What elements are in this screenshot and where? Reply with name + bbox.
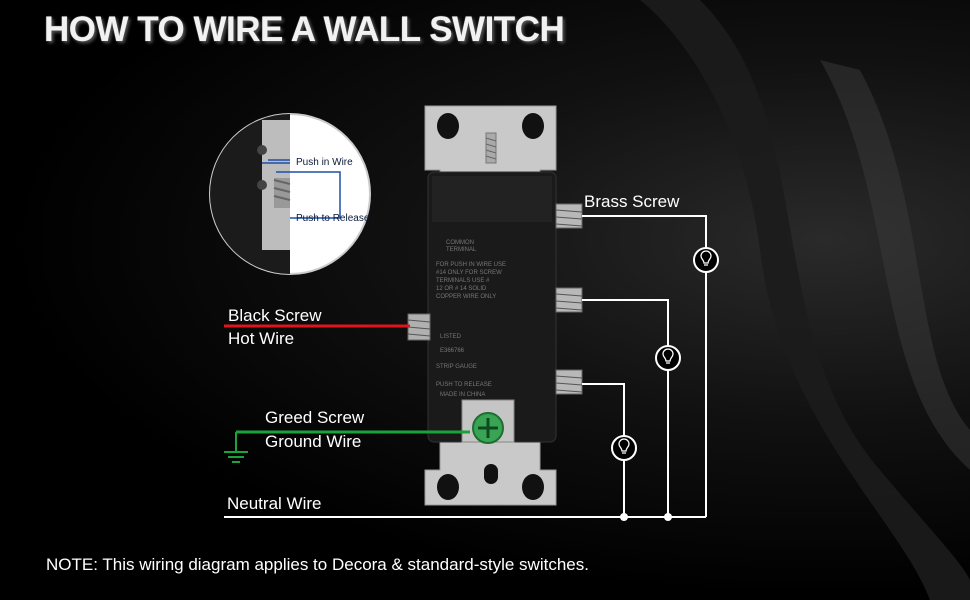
print-line: STRIP GAUGE: [436, 364, 477, 370]
note-text: NOTE: This wiring diagram applies to Dec…: [46, 555, 589, 574]
black-screw-label: Black Screw: [228, 306, 322, 325]
strap-hole: [522, 474, 544, 500]
print-line: #14 ONLY FOR SCREW: [436, 270, 502, 276]
green-screw-label: Greed Screw: [265, 408, 365, 427]
light-bulb-icon: [693, 247, 719, 273]
strap-hole: [522, 113, 544, 139]
light-bulb-icon: [655, 345, 681, 371]
brass-screw-icon: [555, 287, 583, 313]
print-line: LISTED: [440, 334, 462, 340]
mounting-screw-icon: [485, 132, 497, 164]
hot-wire-label: Hot Wire: [228, 329, 295, 348]
print-line: COPPER WIRE ONLY: [436, 294, 496, 300]
page-title: HOW TO WIRE A WALL SWITCH: [44, 10, 565, 49]
brass-screw-label: Brass Screw: [584, 192, 680, 211]
neutral-wire-label: Neutral Wire: [227, 494, 322, 513]
print-line: TERMINALS USE #: [436, 278, 490, 284]
ground-wire-label: Ground Wire: [265, 432, 362, 451]
strap-hole: [437, 113, 459, 139]
brass-screw-icon: [555, 203, 583, 229]
ground-symbol-icon: [224, 432, 248, 463]
print-line: FOR PUSH IN WIRE USE: [436, 262, 506, 268]
light-bulb-icon: [611, 435, 637, 461]
print-line: TERMINAL: [446, 247, 477, 253]
brass-screw-icon: [555, 369, 583, 395]
strap-hole: [437, 474, 459, 500]
print-line: E366766: [440, 348, 465, 354]
print-line: 12 OR # 14 SOLID: [436, 286, 487, 292]
neutral-and-load-wires: [224, 215, 707, 518]
print-line: MADE IN CHINA: [440, 392, 485, 398]
print-line: PUSH TO RELEASE: [436, 382, 492, 388]
print-line: COMMON: [446, 240, 474, 246]
push-to-release-label: Push to Release: [296, 213, 370, 224]
inset-screw: [274, 178, 290, 208]
push-in-wire-label: Push in Wire: [296, 157, 353, 168]
